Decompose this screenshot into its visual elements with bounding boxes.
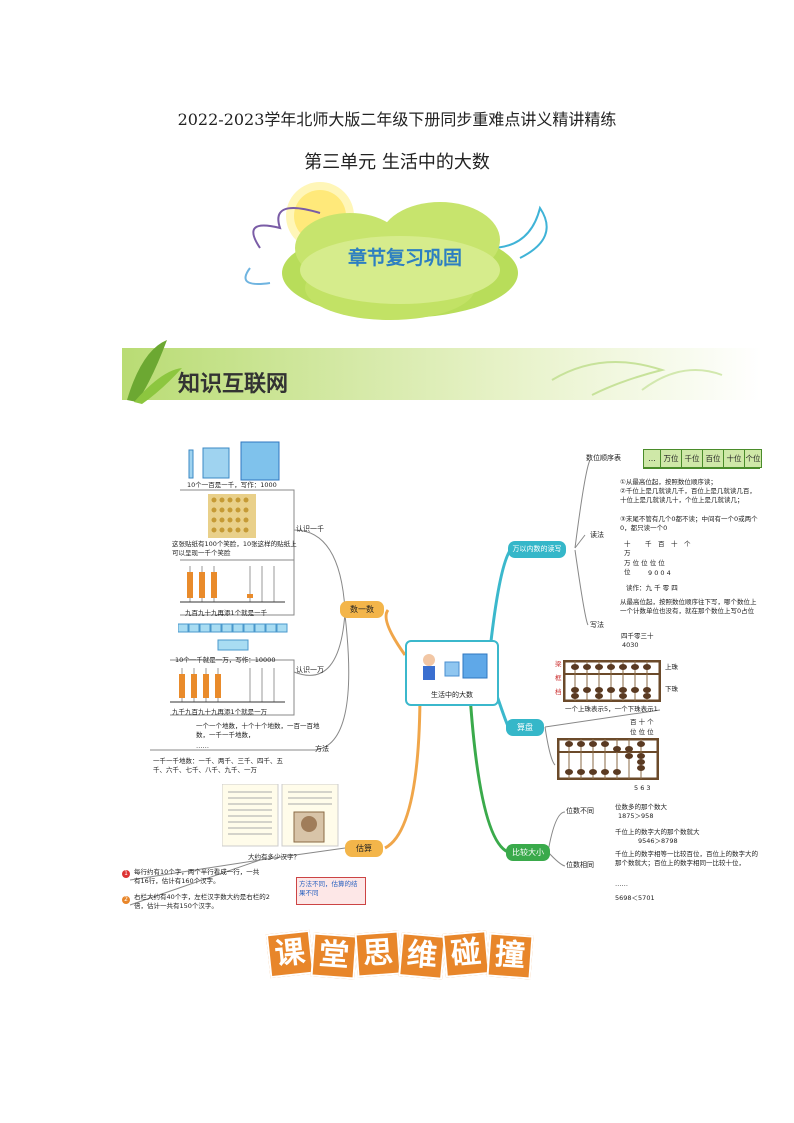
footer-char-0: 课 xyxy=(265,929,315,979)
caption-abacus-10000: 九千九百九十九再添1个就是一万 xyxy=(172,708,268,716)
abacus-places-top: 百 十 个 xyxy=(630,718,654,726)
order-label: 数位顺序表 xyxy=(586,454,621,462)
read-rule-2: ②千位上是几就读几千，百位上是几就读几百，十位上是几就读几十，个位上是几就读几； xyxy=(620,487,756,504)
order-cell-4: 十位 xyxy=(723,449,745,468)
blocks-1000-icon xyxy=(188,441,280,481)
cube-illustration-icon xyxy=(423,653,488,680)
abacus-side-frame: 框 xyxy=(555,674,562,682)
section-label: 知识互联网 xyxy=(178,372,289,397)
caption-1000: 10个一百是一千，写作：1000 xyxy=(187,481,277,489)
read-rule-3: ③末尾不管有几个0都不读；中间有一个0或两个0，都只读一个0 xyxy=(620,515,758,532)
text-page-illustration-icon xyxy=(222,784,339,847)
document-title: 2022-2023学年北师大版二年级下册同步重难点讲义精讲精练 xyxy=(177,110,617,129)
write-number: 4030 xyxy=(622,641,639,649)
order-cell-0: … xyxy=(643,449,661,468)
abacus-563-icon xyxy=(557,738,659,780)
compare-same-example-2: 5698＜5701 xyxy=(615,894,655,902)
compare-same-rule: 千位上的数字大的那个数就大 xyxy=(615,828,700,836)
branch-count[interactable]: 数一数 xyxy=(340,601,384,618)
write-label: 写法 xyxy=(590,621,604,629)
digit-head-3: 百 xyxy=(658,540,665,548)
digit-row-3: 位 xyxy=(624,568,631,576)
center-node: 生活中的大数 xyxy=(405,640,499,706)
digit-head-2: 千 xyxy=(645,540,652,548)
caption-abacus-1000: 九百九十九再添1个就是一千 xyxy=(185,609,268,617)
write-example: 四千零三十 xyxy=(621,632,654,640)
compare-same-example: 9546＞8798 xyxy=(638,837,678,845)
estimate-step-2: 右栏大约有40个字，左栏汉字数大约是右栏的2倍，估计一共有150个汉字。 xyxy=(134,893,270,910)
compare-same-dots: …… xyxy=(615,880,628,888)
abacus-side-beam: 梁 xyxy=(555,660,562,668)
branch-abacus[interactable]: 算盘 xyxy=(506,719,544,736)
order-cell-3: 百位 xyxy=(702,449,724,468)
method-text: 一个一个地数，十个十个地数，一百一百地数，一千一千地数， xyxy=(196,722,320,739)
method-example: 一千一千地数：一千、两千、三千、四千、五千、六千、七千、八千、九千、一万 xyxy=(153,757,283,774)
compare-diff-rule: 位数多的那个数大 xyxy=(615,803,667,811)
estimate-note: 方法不同，估算的结果不同 xyxy=(296,877,366,905)
digit-row-2: 万 位 位 位 位 xyxy=(624,559,665,567)
digit-head-4: 十 xyxy=(671,540,678,548)
compare-diff-label: 位数不同 xyxy=(566,807,594,815)
order-cell-5: 个位 xyxy=(744,449,762,468)
abacus-value: 5 6 3 xyxy=(634,784,651,792)
footer-char-1: 堂 xyxy=(310,932,358,980)
abacus-1000-icon xyxy=(180,566,285,603)
compare-same-label: 位数相同 xyxy=(566,861,594,869)
write-rule: 从最高位起，按照数位顺序往下写，哪个数位上一个计数单位也没有，就在那个数位上写0… xyxy=(620,598,757,615)
abacus-diagram-icon xyxy=(563,660,661,702)
abacus-rule: 一个上珠表示5，一个下珠表示1 xyxy=(565,705,658,713)
abacus-side-bar: 档 xyxy=(555,688,562,696)
abacus-upper: 上珠 xyxy=(665,663,678,671)
banner-label: 章节复习巩固 xyxy=(347,247,462,269)
digit-head-1: 万 xyxy=(624,549,631,557)
footer-char-4: 碰 xyxy=(442,930,490,978)
read-rule-1: ①从最高位起，按照数位顺序读； xyxy=(620,478,717,486)
footer-banner: 课 堂 思 维 碰 撞 xyxy=(265,929,534,980)
caption-10000: 10个一千就是一万，写作：10000 xyxy=(175,656,276,664)
step-1-icon: 1 xyxy=(122,870,130,878)
blocks-10000-icon xyxy=(178,623,288,651)
digit-head-5: 个 xyxy=(684,540,691,548)
cloud-banner xyxy=(244,182,548,320)
abacus-lower: 下珠 xyxy=(665,685,678,693)
abacus-places-bottom: 位 位 位 xyxy=(630,728,654,736)
order-cell-2: 千位 xyxy=(681,449,703,468)
branch-compare[interactable]: 比较大小 xyxy=(506,844,550,861)
section-strip xyxy=(122,340,762,404)
footer-char-2: 思 xyxy=(354,930,402,978)
digit-values: 9 0 0 4 xyxy=(648,569,671,577)
branch-read-write[interactable]: 万以内数的读写 xyxy=(508,541,566,558)
leaf-icon xyxy=(127,340,167,402)
compare-diff-example: 1875＞958 xyxy=(618,812,654,820)
estimate-question: 大约有多少汉字？ xyxy=(248,853,300,861)
estimate-step-1: 每行约有10个字，两个半行看成一行，一共有16行，估计有160个汉字。 xyxy=(134,868,260,885)
caption-stickers: 这张贴纸有100个笑脸，10张这样的贴纸上可以呈现一千个笑脸 xyxy=(172,540,297,557)
branch-estimate[interactable]: 估算 xyxy=(345,840,383,857)
footer-char-5: 撞 xyxy=(486,932,534,980)
order-cell-1: 万位 xyxy=(660,449,682,468)
read-label: 读法 xyxy=(590,531,604,539)
read-example: 读作：九 千 零 四 xyxy=(626,584,678,592)
count-sub-1000: 认识一千 xyxy=(296,525,324,533)
unit-title: 第三单元 生活中的大数 xyxy=(304,152,490,173)
abacus-10000-icon xyxy=(170,668,285,703)
center-label: 生活中的大数 xyxy=(431,691,473,699)
count-sub-10000: 认识一万 xyxy=(296,666,324,674)
compare-same-rule-2: 千位上的数字相等一比较百位，百位上的数字大的那个数就大；百位上的数字相同一比较十… xyxy=(615,850,758,867)
order-table-base xyxy=(643,467,760,469)
sticker-sheet-icon xyxy=(208,494,256,538)
footer-char-3: 维 xyxy=(398,932,446,980)
digit-head-0: 十 xyxy=(624,540,631,548)
method-dots: …… xyxy=(196,742,209,750)
step-2-icon: 2 xyxy=(122,896,130,904)
count-sub-method: 方法 xyxy=(315,745,329,753)
